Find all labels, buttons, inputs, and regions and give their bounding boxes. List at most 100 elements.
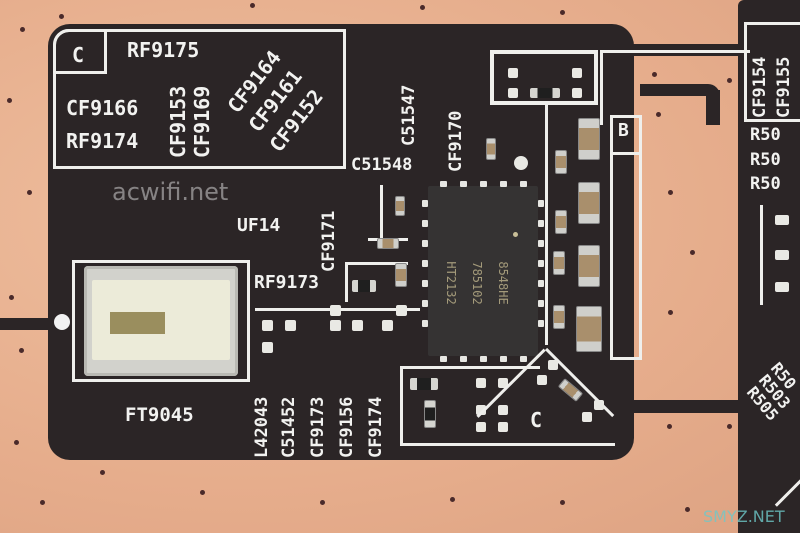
- silk-zone-b: B: [618, 120, 629, 141]
- capacitor: [578, 118, 600, 160]
- ic-marking-line-2: 785102: [470, 261, 484, 305]
- pad: [330, 320, 341, 331]
- silk-outline: [760, 205, 763, 305]
- filter-outline: [72, 260, 250, 382]
- substrate-via: [59, 14, 64, 19]
- pad: [262, 320, 273, 331]
- capacitor: [578, 245, 600, 287]
- silk-cf9153: CF9153: [166, 85, 190, 158]
- pad: [572, 68, 582, 78]
- substrate-via: [450, 497, 455, 502]
- silk-outline: [400, 366, 403, 446]
- solder-mask-right-edge: [738, 0, 800, 533]
- silk-r50-3: R50: [750, 174, 781, 194]
- substrate-via: [685, 507, 690, 512]
- substrate-via: [320, 500, 325, 505]
- substrate-via: [100, 470, 105, 475]
- silk-cf9170: CF9170: [446, 110, 466, 172]
- silk-right-edge-box: [744, 22, 800, 122]
- silk-rf9173: RF9173: [254, 272, 320, 293]
- watermark-smyz: SMYZ.NET: [703, 507, 785, 526]
- ic-pad: [440, 181, 447, 187]
- substrate-via: [727, 424, 732, 429]
- resistor: [352, 280, 376, 292]
- silk-outline: [400, 443, 615, 446]
- pad: [285, 320, 296, 331]
- substrate-via: [668, 190, 673, 195]
- silk-outline-b-column: [610, 155, 642, 360]
- pad: [572, 88, 582, 98]
- pin1-indicator: [513, 232, 518, 237]
- ic-pad: [538, 280, 544, 287]
- silk-cf9173: CF9173: [308, 396, 328, 458]
- silk-l42043: L42043: [252, 396, 272, 458]
- pad: [548, 360, 558, 370]
- capacitor: [553, 251, 565, 275]
- watermark-acwifi: acwifi.net: [112, 178, 229, 206]
- ic-pad: [460, 356, 467, 362]
- substrate-via: [668, 310, 673, 315]
- capacitor: [576, 306, 602, 352]
- silk-uf14: UF14: [237, 215, 281, 236]
- ic-pad: [500, 181, 507, 187]
- silk-r50-2: R50: [750, 150, 781, 170]
- pad: [508, 68, 518, 78]
- pad: [537, 375, 547, 385]
- substrate-via: [19, 348, 24, 353]
- capacitor: [553, 305, 565, 329]
- silk-cf9166: CF9166: [66, 96, 139, 120]
- pad: [775, 282, 789, 292]
- substrate-via: [250, 3, 255, 8]
- silk-cf9169: CF9169: [190, 85, 214, 158]
- silk-zone-b-box: [610, 115, 642, 155]
- substrate-via: [690, 250, 695, 255]
- ic-pad: [500, 356, 507, 362]
- silk-footprint-top: [490, 50, 598, 105]
- silk-c51452: C51452: [279, 396, 299, 458]
- ic-pad: [520, 181, 527, 187]
- ic-marking-line-3: HT2132: [444, 261, 458, 305]
- substrate-via: [727, 78, 732, 83]
- ic-pad: [520, 356, 527, 362]
- pad: [775, 215, 789, 225]
- substrate-via: [560, 10, 565, 15]
- capacitor: [395, 196, 405, 216]
- rf-trace-right-bottom: [610, 400, 760, 413]
- rf-pad-left: [54, 314, 70, 330]
- pad: [382, 320, 393, 331]
- substrate-via: [656, 112, 661, 117]
- pad: [330, 305, 341, 316]
- silk-cf9174: CF9174: [366, 396, 386, 458]
- silk-block-outline: [53, 29, 346, 169]
- silk-outline: [345, 262, 348, 302]
- capacitor: [424, 400, 436, 428]
- silk-zone-c: C: [72, 43, 85, 67]
- silk-outline: [600, 50, 603, 125]
- silk-outline: [348, 262, 408, 265]
- silk-outline: [400, 366, 540, 369]
- pad: [476, 378, 486, 388]
- ic-pad: [422, 300, 428, 307]
- ic-pad: [422, 240, 428, 247]
- ic-pad: [422, 220, 428, 227]
- silk-cf9154: CF9154: [750, 56, 770, 118]
- silk-arrow: [600, 50, 750, 53]
- filter-marking-window: [110, 312, 165, 334]
- silk-zone-c-bottom: C: [530, 408, 543, 432]
- substrate-via: [420, 5, 425, 10]
- silk-ft9045: FT9045: [125, 404, 194, 426]
- pin1-dot: [514, 156, 528, 170]
- pad: [582, 412, 592, 422]
- ic-pad: [538, 300, 544, 307]
- resistor: [530, 88, 560, 98]
- silk-c51547: C51547: [399, 84, 419, 146]
- substrate-via: [652, 72, 657, 77]
- substrate-via: [9, 295, 14, 300]
- silk-c51548: C51548: [351, 155, 413, 175]
- ic-pad: [422, 200, 428, 207]
- rf-trace-left: [0, 318, 60, 330]
- pad: [498, 378, 508, 388]
- substrate-via: [560, 500, 565, 505]
- ic-main: 8548HE 785102 HT2132: [428, 186, 538, 356]
- filter-ft9045: [84, 266, 238, 376]
